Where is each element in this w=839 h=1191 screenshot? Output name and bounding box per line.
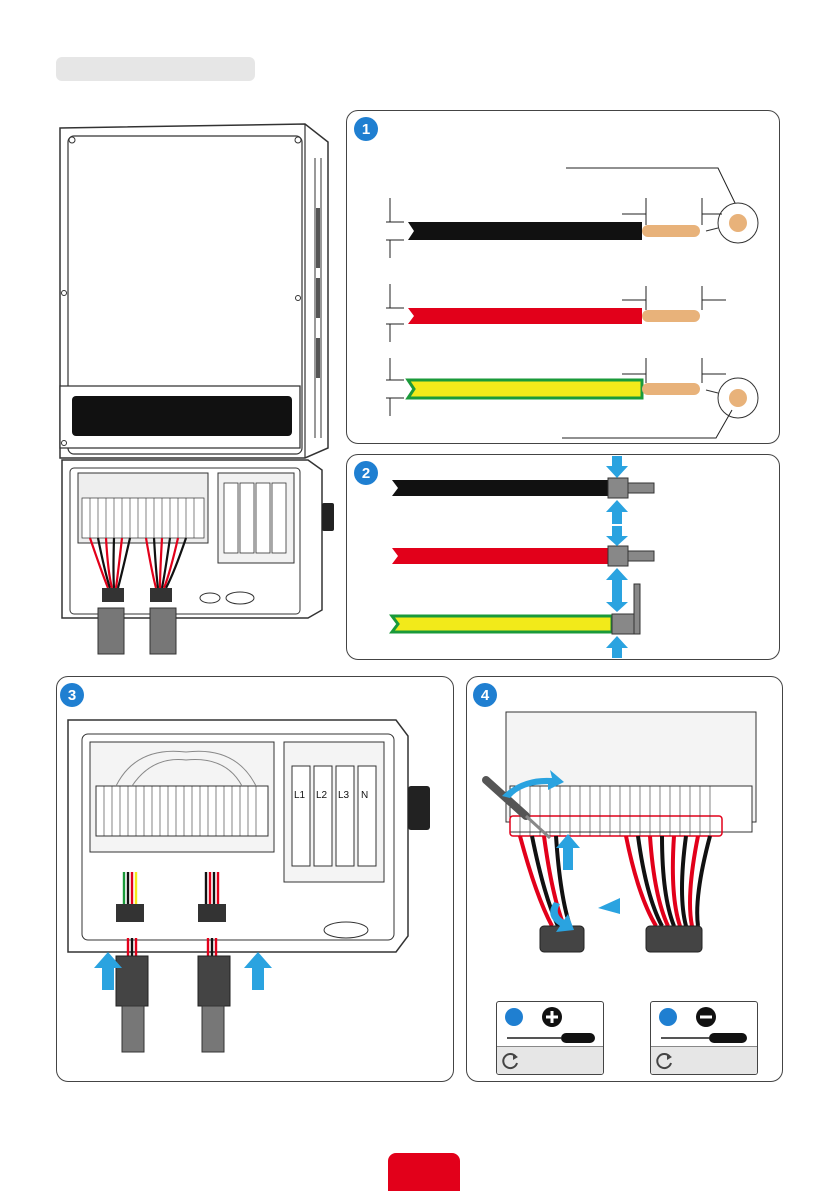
plus-icon (541, 1006, 563, 1028)
terminal-label-l2: L2 (316, 790, 328, 801)
minus-icon (695, 1006, 717, 1028)
tool-number-badge (505, 1008, 523, 1026)
tool-number-badge (659, 1008, 677, 1026)
phillips-screwdriver-card (496, 1001, 604, 1075)
phillips-screwdriver-icon (505, 1030, 597, 1046)
ferrule-crimping-diagram (346, 454, 780, 660)
cable-insertion-diagram: L1 L2 L3 N (56, 676, 454, 1082)
section-title-bar (56, 57, 255, 81)
tool-rotation-area (651, 1046, 757, 1074)
terminal-label-l1: L1 (294, 790, 306, 801)
flat-screwdriver-icon (659, 1030, 751, 1046)
page-number-tab (388, 1153, 460, 1191)
rotate-icon (501, 1051, 521, 1071)
rotate-icon (655, 1051, 675, 1071)
terminal-fastening-diagram (466, 676, 783, 976)
cable-stripping-diagram (346, 110, 780, 444)
tool-rotation-area (497, 1046, 603, 1074)
terminal-label-n: N (361, 790, 368, 801)
flat-screwdriver-card (650, 1001, 758, 1075)
terminal-label-l3: L3 (338, 790, 350, 801)
inverter-illustration (50, 118, 340, 658)
